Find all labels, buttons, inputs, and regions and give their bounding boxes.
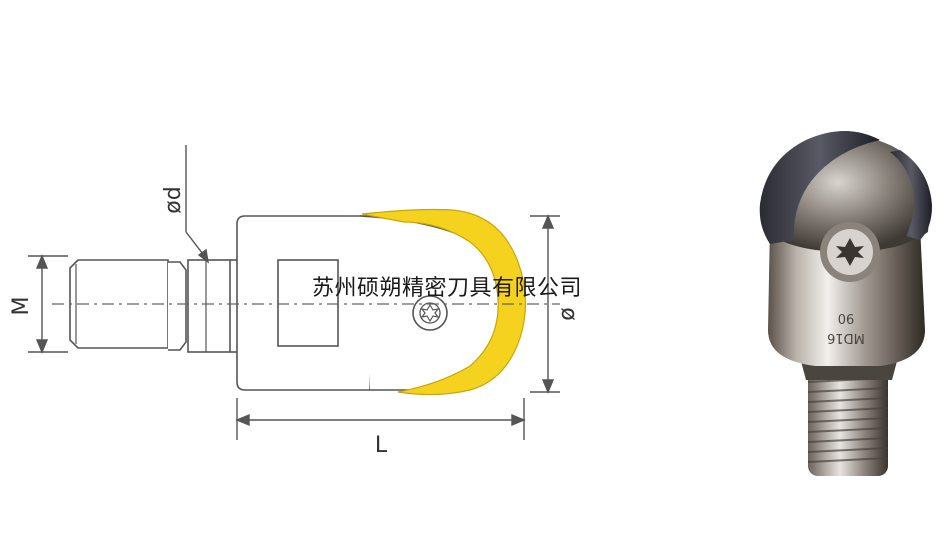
- product-photo: 90 MD16: [759, 131, 932, 476]
- yellow-insert: [361, 208, 527, 396]
- label-m: M: [9, 297, 34, 316]
- label-d: ød: [161, 186, 186, 213]
- neck-collar: [168, 259, 237, 353]
- label-head-diameter: ø: [555, 307, 580, 320]
- engraving-line-2: MD16: [827, 330, 865, 345]
- photo-screw: [820, 222, 880, 282]
- photo-thread: [807, 368, 889, 476]
- photo-insert: [759, 131, 880, 244]
- dimension-d: [185, 145, 209, 264]
- tool-body: [236, 215, 371, 391]
- dimension-head: [530, 214, 560, 394]
- label-l: L: [375, 433, 388, 458]
- dimension-l: [235, 398, 526, 440]
- photo-insert-right: [890, 150, 932, 240]
- flat-pocket: [277, 259, 339, 347]
- company-watermark: 苏州硕朔精密刀具有限公司: [312, 276, 583, 301]
- technical-drawing: M ød ø L: [9, 145, 580, 458]
- dimension-m: [28, 254, 68, 354]
- engraving-line-1: 90: [838, 310, 855, 325]
- photo-body: [768, 225, 925, 366]
